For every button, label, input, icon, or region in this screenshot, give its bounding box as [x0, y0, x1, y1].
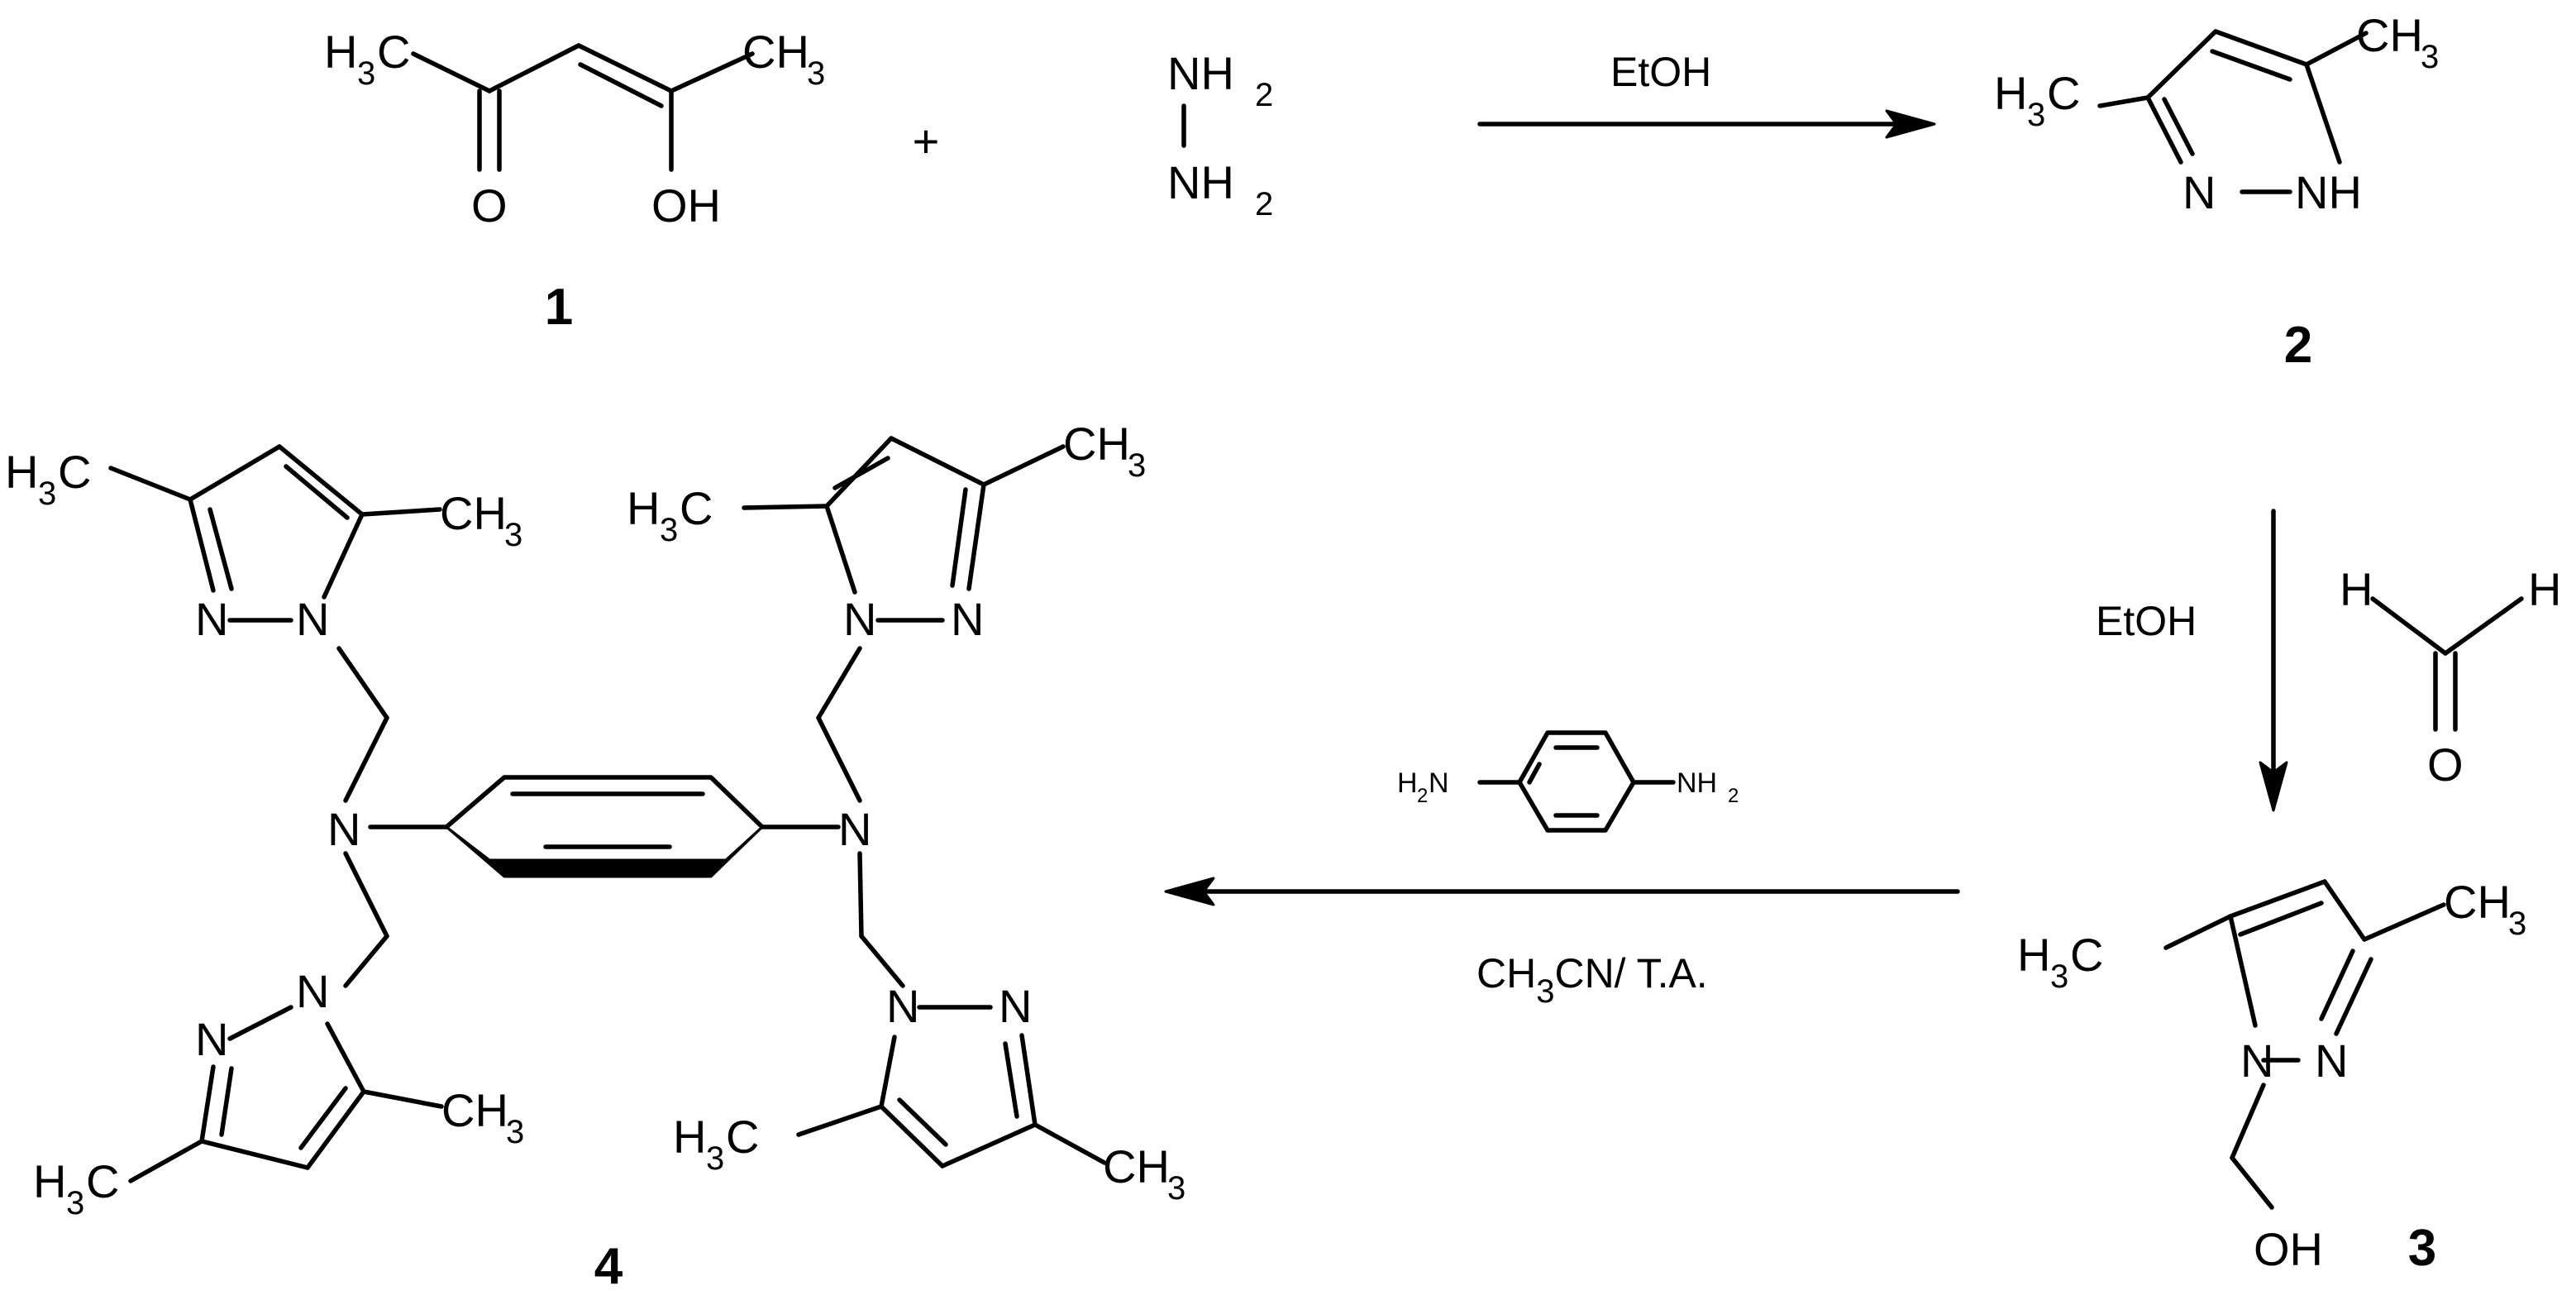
subscript-3: 3	[38, 476, 56, 512]
arrow-step-1	[1477, 109, 1936, 139]
atom-ch: CH	[441, 1084, 508, 1136]
reagent-hydrazine: NH 2 NH 2	[1167, 47, 1273, 222]
atom-h: H	[2017, 929, 2050, 981]
label-compound-3: 3	[2408, 1220, 2436, 1277]
condition-step-1: EtOH	[1610, 49, 1711, 95]
condition-step-3: CH3CN/ T.A.	[1476, 950, 1708, 1010]
atom-c: C	[2070, 929, 2103, 981]
atom-oh: OH	[2254, 1223, 2323, 1275]
subscript-3: 3	[2027, 97, 2045, 133]
subscript-2: 2	[1417, 785, 1428, 807]
condition-step-2: EtOH	[2096, 598, 2197, 644]
atom-nh: NH	[1167, 156, 1234, 208]
compound-3-hydroxymethylpyrazole: H 3 C CH 3 N N OH	[2017, 876, 2526, 1275]
atom-c: C	[2047, 67, 2080, 119]
subscript-3: 3	[357, 55, 375, 92]
subscript-3: 3	[2508, 906, 2526, 942]
atom-n: N	[327, 803, 360, 855]
atom-n: N	[195, 1013, 228, 1065]
atom-n: N	[296, 593, 329, 645]
subscript-3: 3	[706, 1140, 724, 1177]
atom-ch: CH	[2444, 876, 2511, 928]
atom-h: H	[627, 482, 660, 534]
atom-h: H	[5, 446, 38, 498]
label-compound-1: 1	[545, 279, 573, 336]
atom-c: C	[680, 482, 713, 534]
reagent-p-phenylenediamine: H 2 N NH 2	[1397, 730, 1739, 833]
atom-n: N	[886, 980, 919, 1032]
plus-sign: +	[913, 115, 940, 167]
subscript-3: 3	[1167, 1170, 1185, 1207]
atom-n: N	[999, 980, 1032, 1032]
atom-ch: CH	[1103, 1140, 1170, 1192]
subscript-3: 3	[66, 1185, 84, 1221]
atom-n: N	[2315, 1035, 2348, 1087]
atom-h: H	[33, 1155, 66, 1207]
atom-o: O	[2427, 738, 2464, 791]
atom-n: N	[195, 593, 228, 645]
subscript-3: 3	[506, 1114, 524, 1150]
atom-nh: NH	[1677, 767, 1717, 799]
atom-nh: NH	[1167, 47, 1234, 99]
subscript-3: 3	[807, 55, 825, 92]
atom-n: N	[843, 593, 876, 645]
atom-n: N	[2182, 166, 2216, 218]
svg-text:H: H	[324, 26, 357, 78]
atom-h: H	[673, 1111, 706, 1163]
atom-n: N	[296, 965, 329, 1017]
atom-ch: CH	[1063, 418, 1130, 470]
subscript-2: 2	[1728, 785, 1739, 807]
atom-nh: NH	[2295, 166, 2362, 218]
atom-n: N	[838, 803, 871, 855]
subscript-3: 3	[504, 517, 522, 553]
atom-oh: OH	[651, 179, 721, 232]
label-compound-4: 4	[594, 1238, 623, 1295]
atom-c: C	[86, 1155, 119, 1207]
subscript-2: 2	[1255, 186, 1273, 222]
atom-h: H	[2340, 563, 2373, 615]
subscript-3: 3	[1128, 447, 1146, 484]
atom-n: N	[2240, 1035, 2273, 1087]
arrow-step-2	[2259, 509, 2288, 812]
atom-h: H	[1397, 767, 1418, 799]
atom-h: H	[2528, 563, 2561, 615]
atom-h: H	[324, 26, 357, 78]
atom-c: C	[377, 26, 410, 78]
subscript-2: 2	[1255, 77, 1273, 113]
arrow-step-3	[1164, 877, 1960, 906]
atom-ch: CH	[742, 26, 809, 78]
reagent-formaldehyde: H H O	[2340, 563, 2561, 791]
label-compound-2: 2	[2284, 317, 2312, 374]
atom-n: N	[1429, 767, 1449, 799]
atom-ch: CH	[440, 487, 507, 539]
atom-o: O	[471, 179, 508, 232]
atom-c: C	[58, 446, 91, 498]
subscript-3: 3	[2421, 39, 2439, 75]
atom-h: H	[1994, 67, 2027, 119]
compound-4-product: N N N N H 3 C CH 3 N N	[5, 418, 1185, 1221]
compound-1-acetylacetone: H 3 C CH 3 O OH	[324, 26, 825, 232]
atom-ch: CH	[2356, 9, 2423, 61]
compound-2-dimethylpyrazole: H 3 C CH 3 N NH	[1994, 9, 2439, 218]
subscript-3: 3	[660, 512, 678, 548]
atom-c: C	[726, 1111, 759, 1163]
subscript-3: 3	[2050, 958, 2068, 995]
atom-n: N	[951, 593, 984, 645]
